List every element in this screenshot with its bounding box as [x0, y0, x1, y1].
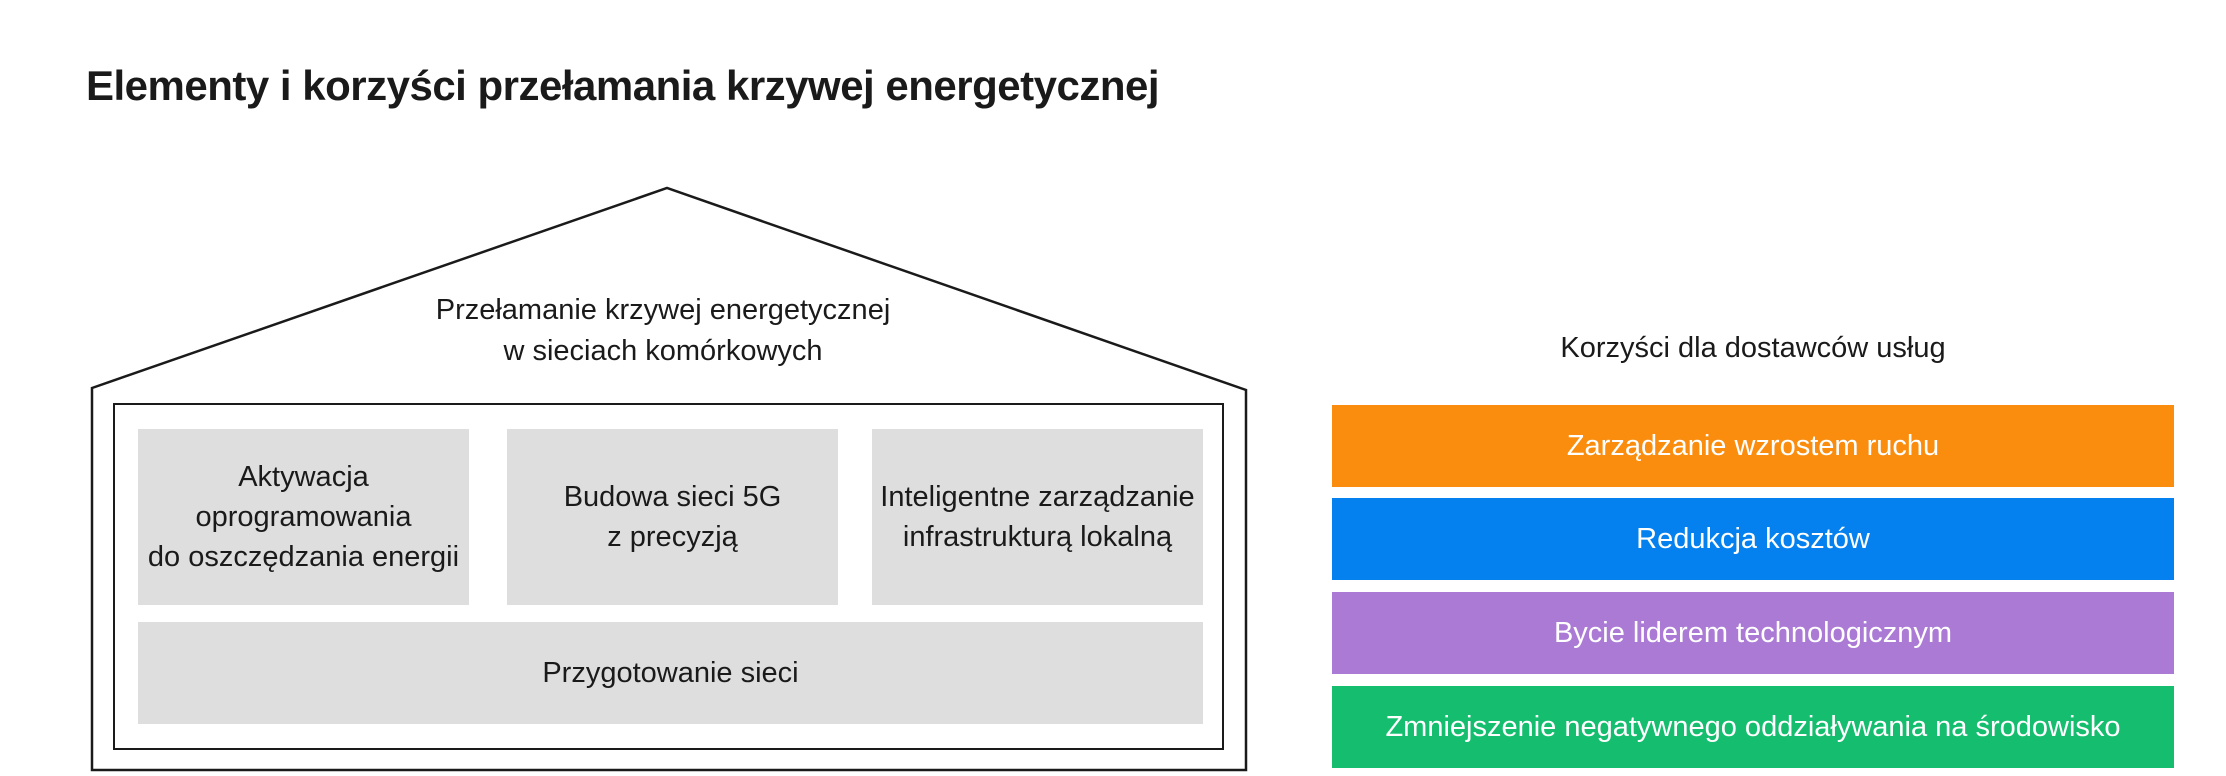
pillar-5g-build: Budowa sieci 5G z precyzją	[507, 429, 838, 605]
pillar-intelligent-management: Inteligentne zarządzanie infrastrukturą …	[872, 429, 1203, 605]
benefit-bar-cost-reduction: Redukcja kosztów	[1332, 498, 2174, 580]
benefits-heading: Korzyści dla dostawców usług	[1560, 332, 1946, 364]
foundation-network-preparation: Przygotowanie sieci	[138, 622, 1203, 724]
pillar-software-activation: Aktywacja oprogramowania do oszczędzania…	[138, 429, 469, 605]
benefit-bar-tech-leadership: Bycie liderem technologicznym	[1332, 592, 2174, 674]
page-title: Elementy i korzyści przełamania krzywej …	[86, 62, 1160, 109]
benefit-bar-environmental-impact: Zmniejszenie negatywnego oddziaływania n…	[1332, 686, 2174, 768]
benefit-bar-traffic-growth: Zarządzanie wzrostem ruchu	[1332, 405, 2174, 487]
house-inner-box: Aktywacja oprogramowania do oszczędzania…	[113, 403, 1224, 750]
house-roof-label: Przełamanie krzywej energetycznej w siec…	[435, 294, 891, 367]
